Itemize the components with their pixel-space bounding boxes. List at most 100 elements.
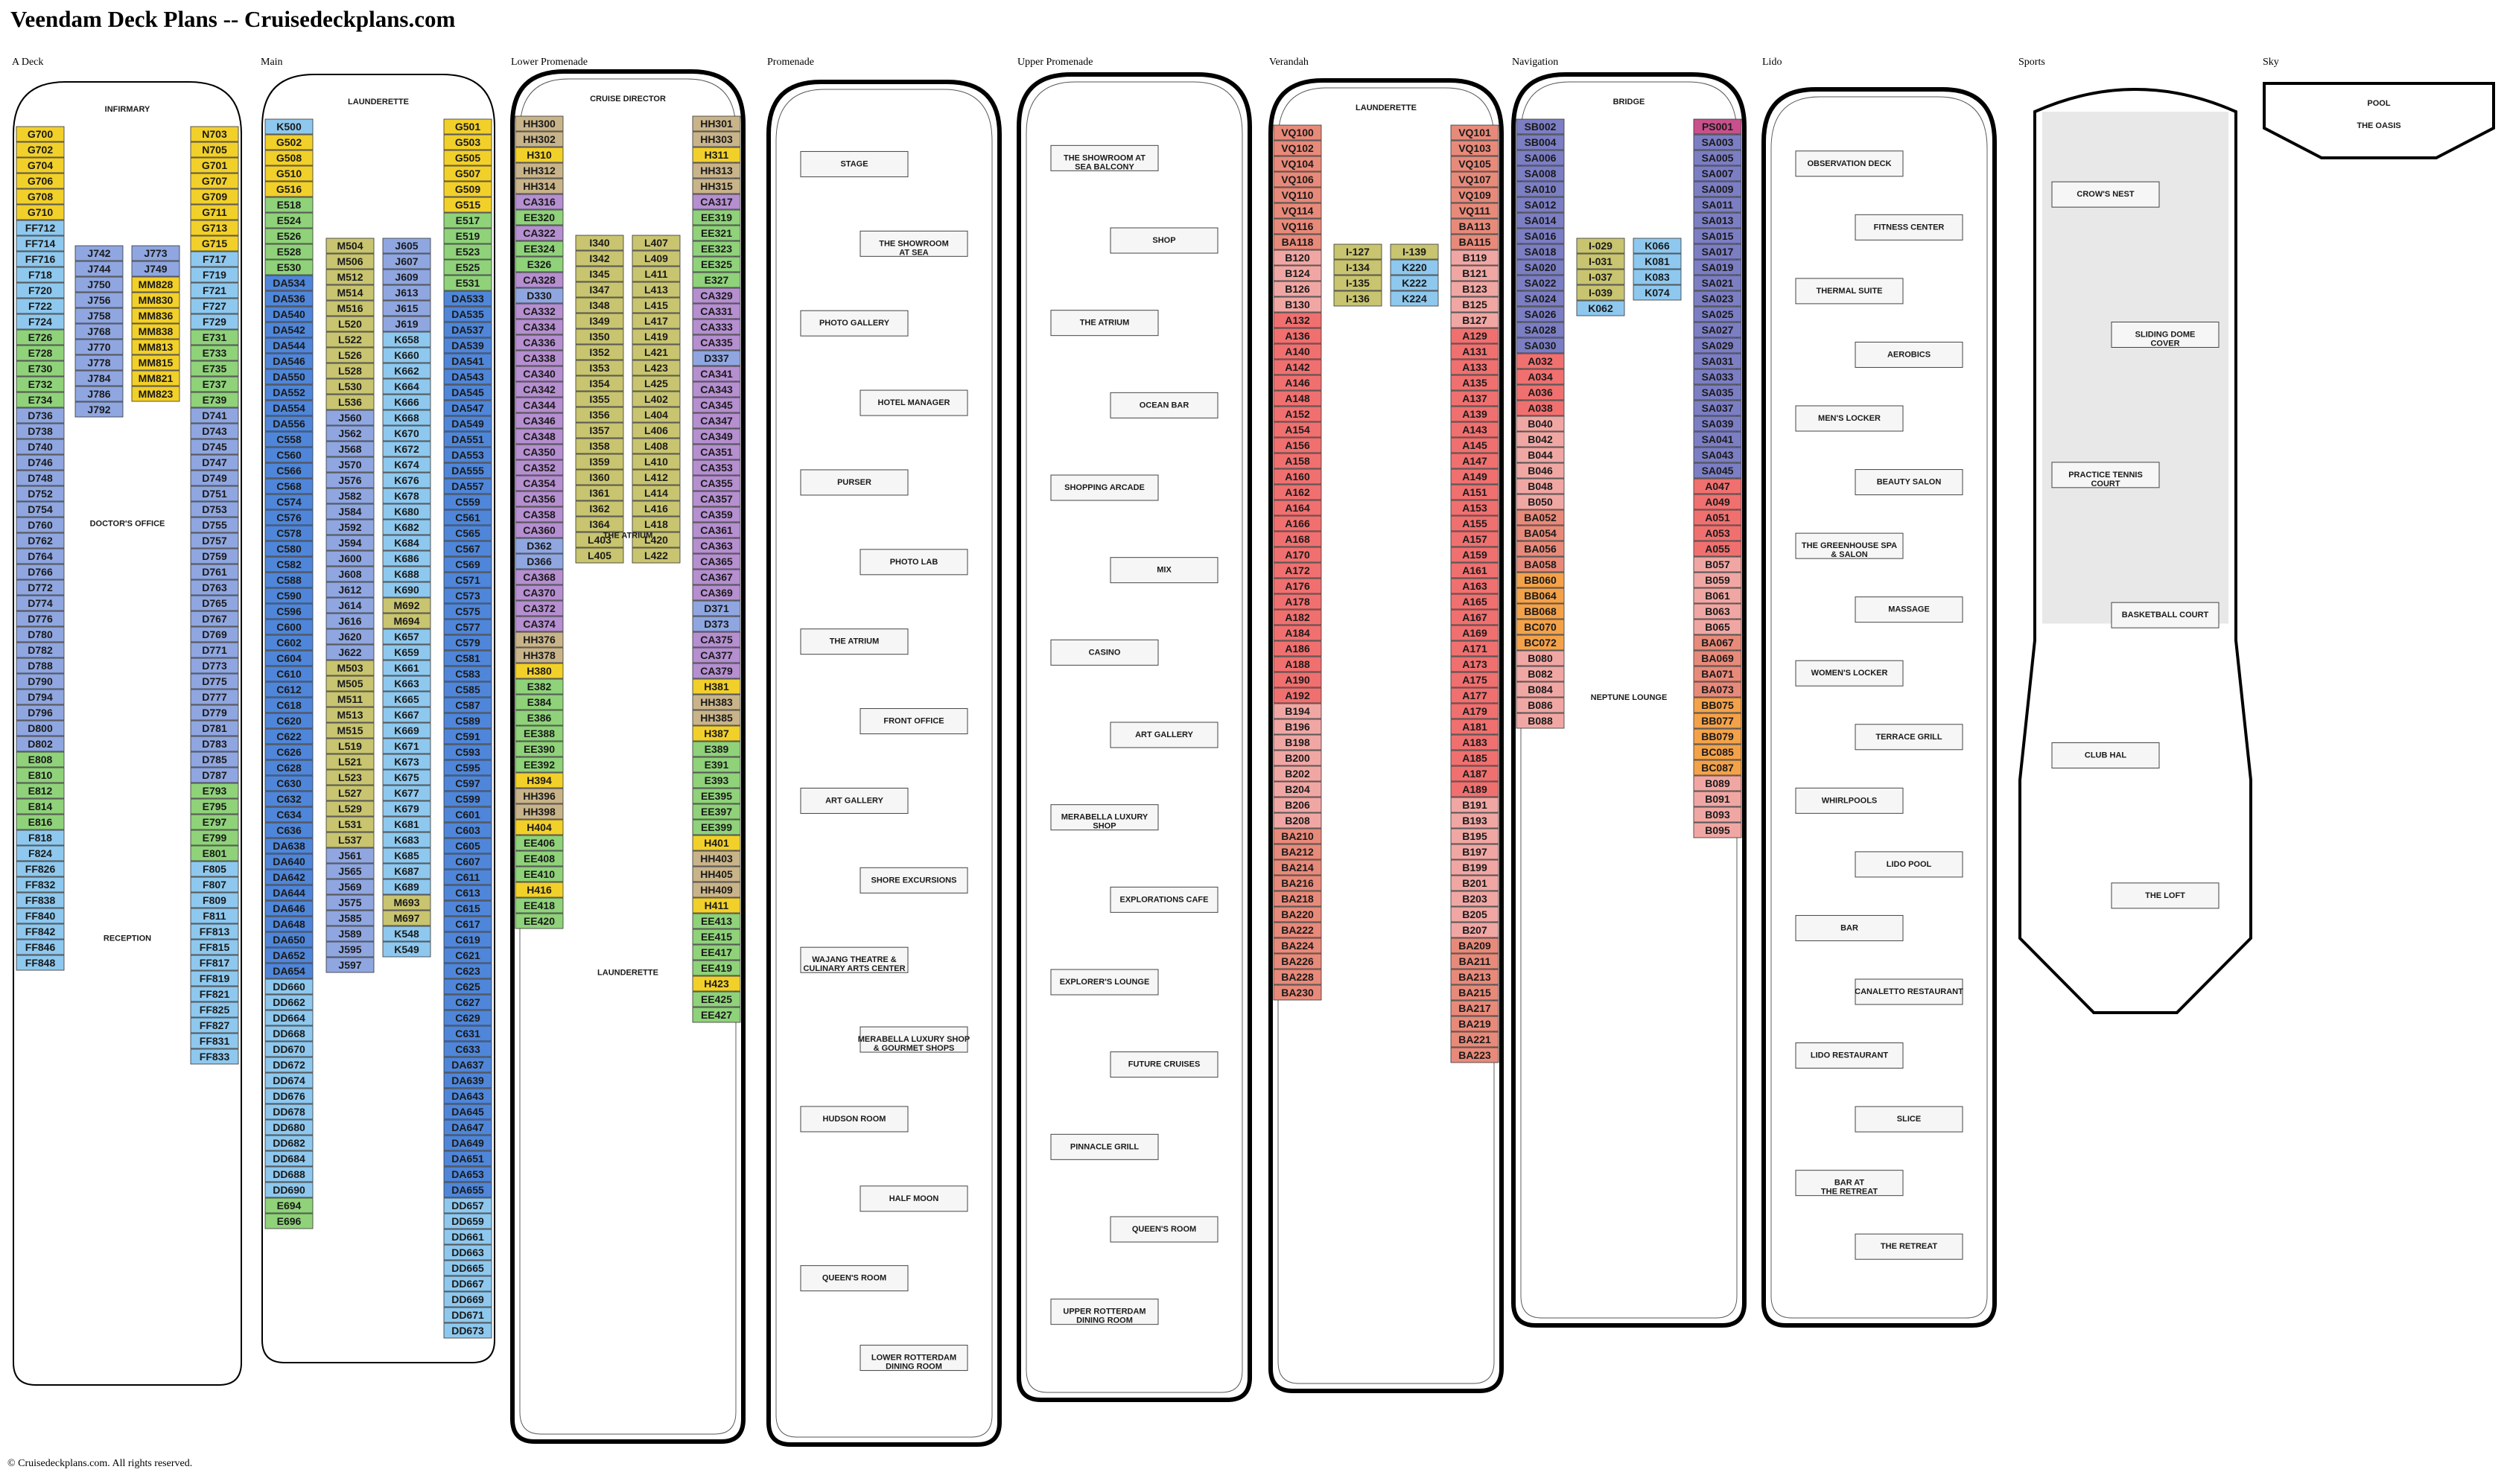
cabin-a049[interactable]: A049 (1693, 494, 1742, 510)
cabin-k224[interactable]: K224 (1390, 290, 1439, 307)
cabin-da557[interactable]: DA557 (443, 478, 492, 494)
cabin-ca335[interactable]: CA335 (692, 334, 741, 351)
cabin-g700[interactable]: G700 (16, 126, 65, 142)
cabin-g706[interactable]: G706 (16, 173, 65, 189)
cabin-ba210[interactable]: BA210 (1273, 828, 1322, 844)
cabin-hh312[interactable]: HH312 (515, 162, 564, 179)
cabin-ca331[interactable]: CA331 (692, 303, 741, 319)
cabin-sa025[interactable]: SA025 (1693, 306, 1742, 322)
cabin-b063[interactable]: B063 (1693, 603, 1742, 620)
cabin-d740[interactable]: D740 (16, 439, 65, 455)
cabin-h411[interactable]: H411 (692, 897, 741, 914)
cabin-e812[interactable]: E812 (16, 783, 65, 799)
cabin-c632[interactable]: C632 (264, 791, 314, 807)
cabin-a171[interactable]: A171 (1450, 640, 1499, 657)
cabin-b091[interactable]: B091 (1693, 791, 1742, 807)
cabin-l526[interactable]: L526 (325, 347, 375, 363)
cabin-a055[interactable]: A055 (1693, 541, 1742, 557)
cabin-ca334[interactable]: CA334 (515, 319, 564, 335)
cabin-c579[interactable]: C579 (443, 634, 492, 651)
cabin-i340[interactable]: I340 (575, 235, 624, 251)
cabin-b204[interactable]: B204 (1273, 781, 1322, 797)
cabin-ee410[interactable]: EE410 (515, 866, 564, 882)
cabin-ba221[interactable]: BA221 (1450, 1031, 1499, 1048)
cabin-e393[interactable]: E393 (692, 772, 741, 789)
cabin-bb079[interactable]: BB079 (1693, 728, 1742, 745)
cabin-c565[interactable]: C565 (443, 525, 492, 541)
cabin-j768[interactable]: J768 (74, 323, 124, 340)
cabin-c558[interactable]: C558 (264, 431, 314, 448)
cabin-sa014[interactable]: SA014 (1516, 212, 1565, 229)
cabin-b065[interactable]: B065 (1693, 619, 1742, 635)
cabin-hh396[interactable]: HH396 (515, 788, 564, 804)
cabin-ff833[interactable]: FF833 (190, 1048, 239, 1065)
cabin-a161[interactable]: A161 (1450, 562, 1499, 579)
cabin-d751[interactable]: D751 (190, 485, 239, 502)
cabin-a155[interactable]: A155 (1450, 515, 1499, 532)
cabin-c589[interactable]: C589 (443, 713, 492, 729)
cabin-dd671[interactable]: DD671 (443, 1307, 492, 1323)
cabin-d787[interactable]: D787 (190, 767, 239, 783)
cabin-ee323[interactable]: EE323 (692, 241, 741, 257)
cabin-sa030[interactable]: SA030 (1516, 337, 1565, 354)
cabin-m514[interactable]: M514 (325, 284, 375, 301)
cabin-a170[interactable]: A170 (1273, 547, 1322, 563)
cabin-c559[interactable]: C559 (443, 494, 492, 510)
cabin-e726[interactable]: E726 (16, 329, 65, 345)
cabin-ca328[interactable]: CA328 (515, 272, 564, 288)
cabin-da552[interactable]: DA552 (264, 384, 314, 401)
cabin-dd664[interactable]: DD664 (264, 1010, 314, 1026)
cabin-k687[interactable]: K687 (382, 863, 431, 879)
cabin-m694[interactable]: M694 (382, 613, 431, 629)
cabin-g505[interactable]: G505 (443, 150, 492, 166)
cabin-j576[interactable]: J576 (325, 472, 375, 488)
cabin-c605[interactable]: C605 (443, 838, 492, 854)
cabin-k680[interactable]: K680 (382, 503, 431, 520)
cabin-ca348[interactable]: CA348 (515, 428, 564, 445)
cabin-c566[interactable]: C566 (264, 462, 314, 479)
cabin-f729[interactable]: F729 (190, 313, 239, 330)
cabin-d779[interactable]: D779 (190, 704, 239, 721)
cabin-a177[interactable]: A177 (1450, 687, 1499, 704)
cabin-hh405[interactable]: HH405 (692, 866, 741, 882)
cabin-n703[interactable]: N703 (190, 126, 239, 142)
cabin-ca368[interactable]: CA368 (515, 569, 564, 585)
cabin-ff817[interactable]: FF817 (190, 955, 239, 971)
cabin-ee395[interactable]: EE395 (692, 788, 741, 804)
cabin-e793[interactable]: E793 (190, 783, 239, 799)
cabin-c615[interactable]: C615 (443, 900, 492, 917)
cabin-m505[interactable]: M505 (325, 675, 375, 692)
cabin-ba212[interactable]: BA212 (1273, 844, 1322, 860)
cabin-l425[interactable]: L425 (632, 375, 681, 392)
cabin-f818[interactable]: F818 (16, 829, 65, 846)
cabin-b082[interactable]: B082 (1516, 666, 1565, 682)
cabin-k678[interactable]: K678 (382, 488, 431, 504)
cabin-j619[interactable]: J619 (382, 316, 431, 332)
cabin-d371[interactable]: D371 (692, 600, 741, 617)
cabin-a164[interactable]: A164 (1273, 500, 1322, 516)
cabin-sa009[interactable]: SA009 (1693, 181, 1742, 197)
cabin-b197[interactable]: B197 (1450, 844, 1499, 860)
cabin-dd663[interactable]: DD663 (443, 1244, 492, 1261)
cabin-da639[interactable]: DA639 (443, 1072, 492, 1089)
cabin-d755[interactable]: D755 (190, 517, 239, 533)
cabin-k663[interactable]: K663 (382, 675, 431, 692)
cabin-ca351[interactable]: CA351 (692, 444, 741, 460)
cabin-j570[interactable]: J570 (325, 456, 375, 473)
cabin-c590[interactable]: C590 (264, 587, 314, 604)
cabin-ee415[interactable]: EE415 (692, 929, 741, 945)
cabin-f718[interactable]: F718 (16, 267, 65, 283)
cabin-b048[interactable]: B048 (1516, 478, 1565, 494)
cabin-sa006[interactable]: SA006 (1516, 150, 1565, 166)
cabin-dd662[interactable]: DD662 (264, 994, 314, 1010)
cabin-a140[interactable]: A140 (1273, 343, 1322, 360)
cabin-ba069[interactable]: BA069 (1693, 650, 1742, 666)
cabin-j744[interactable]: J744 (74, 261, 124, 277)
cabin-k662[interactable]: K662 (382, 363, 431, 379)
cabin-ca359[interactable]: CA359 (692, 506, 741, 523)
cabin-j792[interactable]: J792 (74, 401, 124, 418)
cabin-ba222[interactable]: BA222 (1273, 922, 1322, 938)
cabin-sa035[interactable]: SA035 (1693, 384, 1742, 401)
cabin-e733[interactable]: E733 (190, 345, 239, 361)
cabin-k675[interactable]: K675 (382, 769, 431, 786)
